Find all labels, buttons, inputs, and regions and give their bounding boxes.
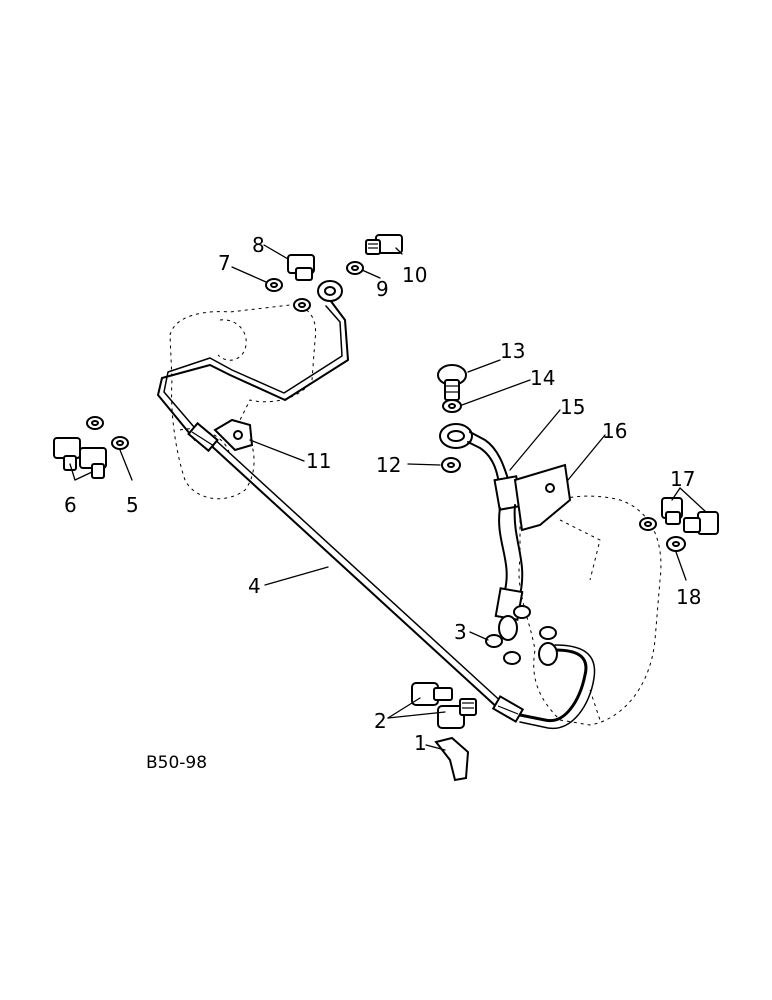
callout-1: 1 [414, 731, 427, 755]
callout-9: 9 [376, 277, 389, 301]
bolt-8 [287, 254, 315, 281]
bolt-2a [411, 682, 453, 706]
banjo-fitting-top [317, 280, 343, 302]
washer-5b [111, 436, 129, 450]
callout-7: 7 [218, 251, 231, 275]
hose-15 [439, 423, 524, 641]
left-housing-outline [169, 304, 317, 500]
bolt-17b [683, 511, 719, 535]
callout-5: 5 [126, 493, 139, 517]
bolt-2b [437, 698, 477, 729]
washer-upper-extra [293, 298, 311, 312]
long-tube-4 [204, 435, 507, 711]
callout-15: 15 [560, 395, 585, 419]
callout-16: 16 [602, 419, 627, 443]
figure-code: B50-98 [146, 753, 207, 773]
bracket-16 [513, 463, 572, 532]
washer-12 [441, 457, 461, 473]
clip-11 [213, 418, 254, 452]
callout-14: 14 [530, 366, 555, 390]
right-housing-outline [518, 495, 662, 726]
callout-4: 4 [248, 574, 261, 598]
callout-6: 6 [64, 493, 77, 517]
callout-10: 10 [402, 263, 427, 287]
callout-12: 12 [376, 453, 401, 477]
upper-brake-tube [157, 299, 349, 441]
bolt-13 [437, 364, 467, 401]
bolt-6a [53, 437, 81, 471]
bolt-17a [661, 497, 683, 525]
callout-18: 18 [676, 585, 701, 609]
callout-8: 8 [252, 233, 265, 257]
washer-18 [666, 536, 686, 552]
callout-17: 17 [670, 467, 695, 491]
washers-3 [485, 605, 557, 665]
washer-9 [346, 261, 364, 275]
callout-13: 13 [500, 339, 525, 363]
callout-2: 2 [374, 709, 387, 733]
clip-1 [434, 736, 470, 782]
right-tube-fitting [491, 695, 525, 723]
left-tube-fitting [187, 421, 219, 453]
washer-17a [639, 517, 657, 531]
washer-5a [86, 416, 104, 430]
callout-3: 3 [454, 620, 467, 644]
washer-14 [442, 399, 462, 413]
washer-7 [265, 278, 283, 292]
lower-flex-hose [518, 642, 596, 730]
bolt-6b [79, 447, 107, 479]
callout-11: 11 [306, 449, 331, 473]
leader-lines [69, 244, 707, 751]
bolt-10 [365, 234, 403, 255]
